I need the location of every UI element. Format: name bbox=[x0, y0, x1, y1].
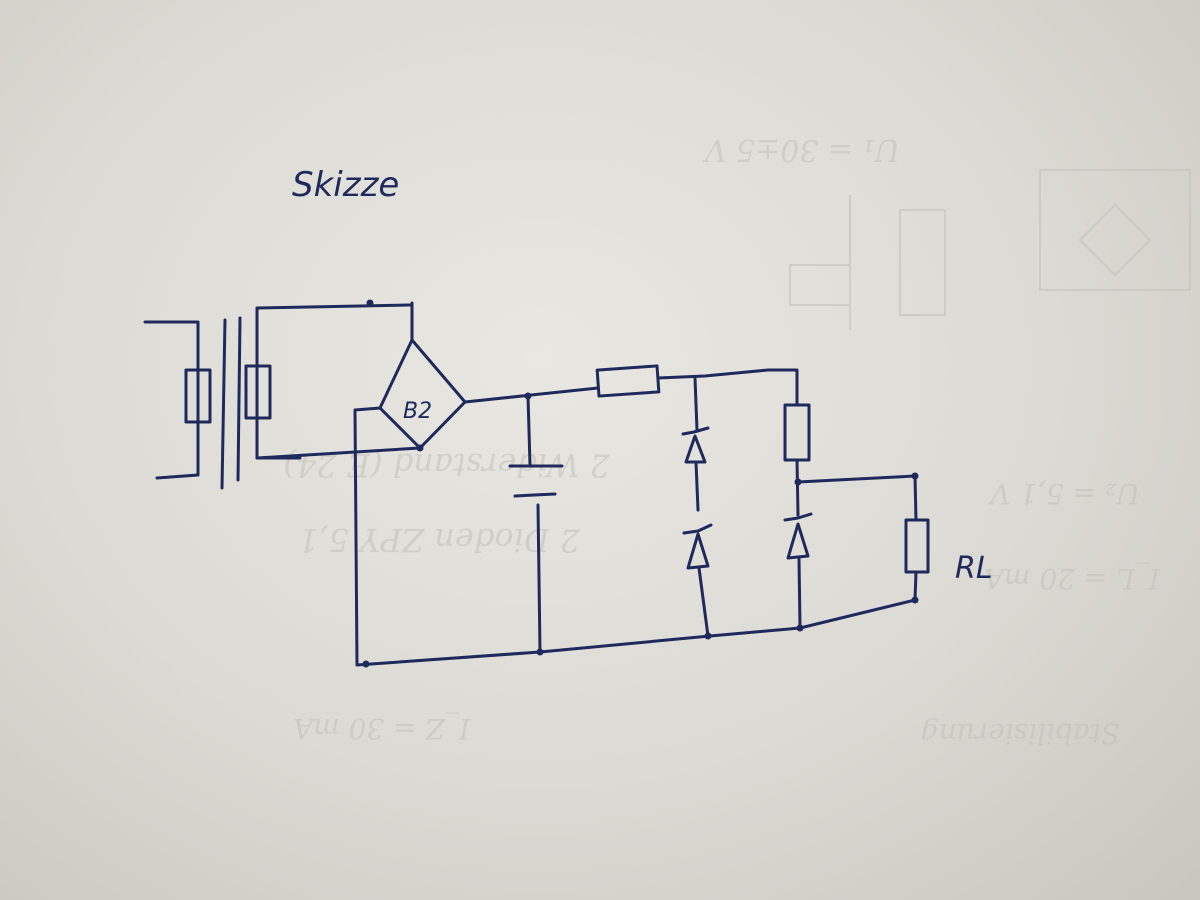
ghost-line-4: U₂ = 5,1 V bbox=[987, 477, 1140, 510]
zener-stack-1 bbox=[681, 376, 713, 638]
ghost-line-3: 2 Dioden ZPY 5,1 bbox=[298, 521, 581, 559]
load-label: RL bbox=[955, 551, 993, 586]
load-resistor: RL bbox=[796, 474, 993, 602]
divider-resistor bbox=[783, 403, 811, 517]
rectifier-bridge: B2 bbox=[378, 301, 467, 450]
smoothing-capacitor bbox=[508, 394, 564, 654]
positive-rail bbox=[463, 386, 600, 404]
ghost-line-6: I_Z = 30 mA bbox=[293, 712, 471, 745]
bridge-label: B2 bbox=[403, 399, 432, 424]
zener-2 bbox=[783, 512, 813, 630]
series-resistor bbox=[595, 364, 799, 407]
ghost-line-5: I_L = 20 mA bbox=[984, 562, 1161, 595]
ghost-line-1: U₁ = 30±5 V bbox=[702, 132, 900, 167]
sketch-title: Skizze bbox=[292, 165, 399, 205]
junction-dots bbox=[362, 299, 919, 668]
secondary-wire-bottom bbox=[255, 446, 422, 460]
ghost-line-7: Stabilisierung bbox=[921, 717, 1120, 750]
bleed-through-sketch bbox=[789, 169, 1191, 330]
